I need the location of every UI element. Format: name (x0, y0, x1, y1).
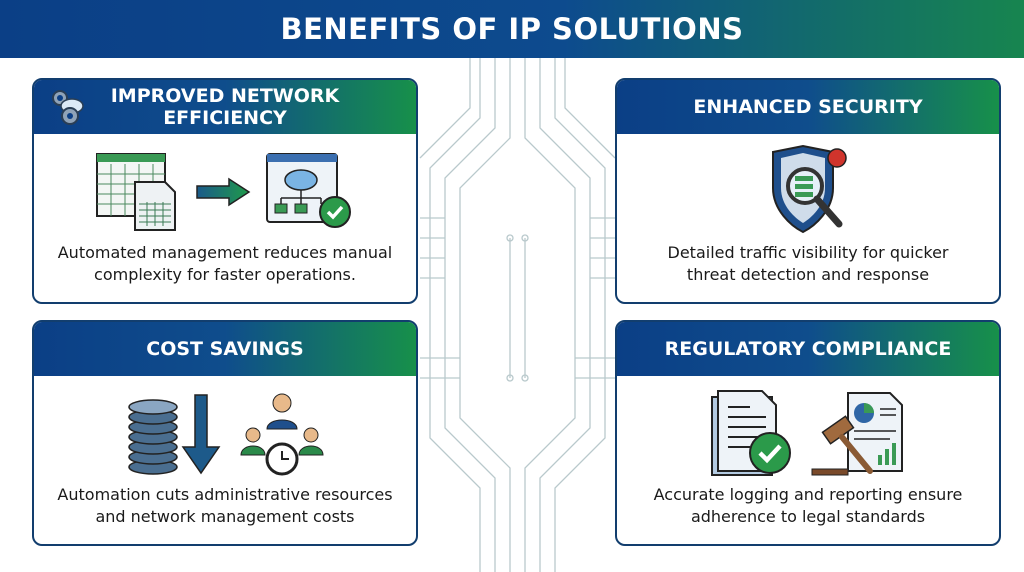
title-banner: BENEFITS OF IP SOLUTIONS (0, 0, 1024, 58)
card-title-line1: IMPROVED NETWORK (110, 85, 340, 107)
card-header: COST SAVINGS (34, 322, 416, 376)
cloud-network-check-icon (266, 153, 351, 228)
card-desc-line2: adherence to legal standards (690, 507, 926, 526)
gears-cloud-icon (52, 90, 84, 125)
page-title: BENEFITS OF IP SOLUTIONS (280, 12, 744, 46)
arrow-right-icon (196, 177, 251, 207)
card-title: ENHANCED SECURITY (693, 96, 923, 118)
spreadsheet-icon (96, 153, 176, 231)
card-title: COST SAVINGS (146, 338, 304, 360)
card-header: REGULATORY COMPLIANCE (617, 322, 999, 376)
card-title: REGULATORY COMPLIANCE (664, 338, 952, 360)
card-desc-line2: complexity for faster operations. (94, 265, 356, 284)
gavel-report-icon (811, 392, 903, 476)
document-check-icon (711, 390, 791, 476)
card-regulatory-compliance: REGULATORY COMPLIANCE Accurate logging a… (615, 320, 1001, 546)
card-desc-line1: Automation cuts administrative resources (57, 485, 393, 504)
card-header: ENHANCED SECURITY (617, 80, 999, 134)
shield-magnifier-bug-icon (772, 144, 847, 234)
team-clock-icon (240, 393, 324, 476)
card-enhanced-security: ENHANCED SECURITY Detailed traffic visib… (615, 78, 1001, 304)
card-desc-line1: Automated management reduces manual (57, 243, 393, 262)
card-title-line2: EFFICIENCY (163, 107, 287, 129)
card-desc-line2: threat detection and response (686, 265, 930, 284)
card-desc-line1: Detailed traffic visibility for quicker (667, 243, 949, 262)
coins-down-arrow-icon (128, 394, 221, 475)
card-desc-line1: Accurate logging and reporting ensure (653, 485, 963, 504)
card-desc-line2: and network management costs (95, 507, 355, 526)
circuit-background (419, 58, 616, 572)
card-cost-savings: COST SAVINGS Automation cuts administrat… (32, 320, 418, 546)
